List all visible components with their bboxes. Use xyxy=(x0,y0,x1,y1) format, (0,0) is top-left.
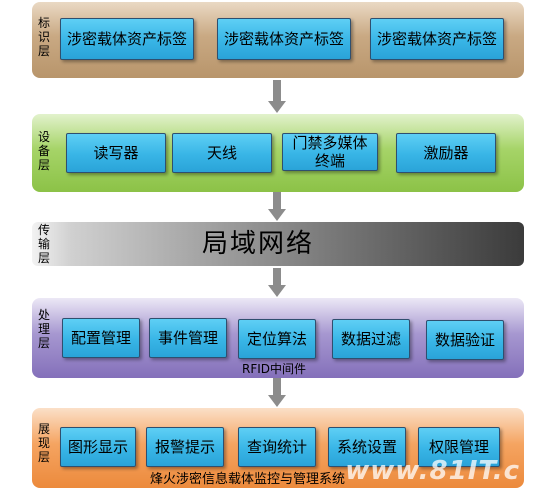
transport-layer-label: 传输层 xyxy=(37,223,50,265)
watermark: www.81IT.c xyxy=(345,456,520,486)
query-statistics-box: 查询统计 xyxy=(238,427,316,467)
alarm-prompt-box: 报警提示 xyxy=(146,427,224,467)
positioning-algorithm-box: 定位算法 xyxy=(238,319,316,359)
down-arrow-3 xyxy=(268,268,286,298)
system-settings-box: 系统设置 xyxy=(328,427,406,467)
device-layer: 设备层 读写器 天线 门禁多媒体终端 激励器 xyxy=(32,114,524,192)
processing-layer: 处理层 配置管理 事件管理 定位算法 数据过滤 数据验证 RFID中间件 xyxy=(32,298,524,378)
asset-tag-box-1: 涉密载体资产标签 xyxy=(60,18,194,60)
asset-tag-box-3: 涉密载体资产标签 xyxy=(370,18,504,60)
device-layer-label: 设备层 xyxy=(37,130,50,172)
data-filter-box: 数据过滤 xyxy=(332,319,410,359)
graphic-display-box: 图形显示 xyxy=(60,427,136,467)
identify-layer-label: 标识层 xyxy=(37,16,50,58)
reader-box: 读写器 xyxy=(66,133,166,173)
down-arrow-4 xyxy=(268,378,286,408)
access-terminal-box: 门禁多媒体终端 xyxy=(282,133,378,171)
event-management-box: 事件管理 xyxy=(149,318,227,358)
down-arrow-1 xyxy=(268,80,286,114)
transport-layer: 传输层 局域网络 xyxy=(32,222,524,266)
presentation-layer: 展现层 图形显示 报警提示 查询统计 系统设置 权限管理 烽火涉密信息载体监控与… xyxy=(32,408,524,488)
down-arrow-2 xyxy=(268,192,286,222)
lan-network-label: 局域网络 xyxy=(202,229,315,259)
antenna-box: 天线 xyxy=(172,133,272,173)
exciter-box: 激励器 xyxy=(396,133,496,173)
system-name-caption: 烽火涉密信息载体监控与管理系统 xyxy=(150,472,346,487)
config-management-box: 配置管理 xyxy=(62,318,140,358)
identify-layer: 标识层 涉密载体资产标签 涉密载体资产标签 涉密载体资产标签 xyxy=(32,2,524,78)
presentation-layer-label: 展现层 xyxy=(37,422,50,464)
permission-management-box: 权限管理 xyxy=(418,427,500,467)
processing-layer-label: 处理层 xyxy=(37,308,50,350)
rfid-middleware-caption: RFID中间件 xyxy=(242,362,307,376)
data-validation-box: 数据验证 xyxy=(426,320,504,360)
asset-tag-box-2: 涉密载体资产标签 xyxy=(217,18,351,60)
